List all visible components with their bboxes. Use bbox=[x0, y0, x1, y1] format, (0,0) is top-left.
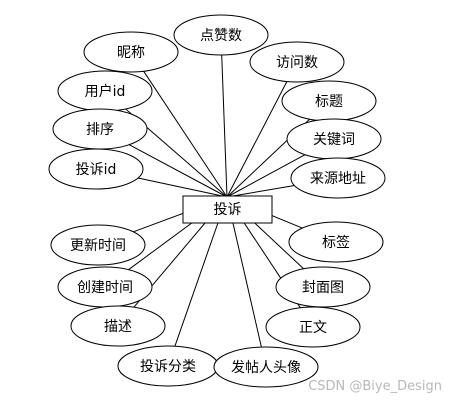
attribute-avatar: 发帖人头像 bbox=[213, 346, 319, 388]
attribute-category: 投诉分类 bbox=[117, 345, 219, 387]
attribute-complaint-id: 投诉id bbox=[48, 148, 144, 190]
attribute-ellipse bbox=[70, 305, 166, 347]
attribute-source-url: 来源地址 bbox=[290, 157, 386, 199]
attribute-ellipse bbox=[213, 346, 319, 388]
attribute-label: 标签 bbox=[322, 234, 350, 251]
connector-keywords bbox=[226, 154, 306, 198]
connector-sort bbox=[128, 144, 228, 198]
attribute-title: 标题 bbox=[281, 80, 377, 122]
entity-box bbox=[182, 195, 273, 224]
connector-source-url bbox=[226, 185, 295, 198]
attribute-label: 关键词 bbox=[313, 132, 355, 148]
attribute-visits: 访问数 bbox=[249, 41, 345, 83]
attribute-label: 描述 bbox=[104, 319, 132, 335]
attribute-ellipse bbox=[288, 221, 384, 263]
attribute-label: 点赞数 bbox=[200, 28, 242, 44]
attribute-description: 描述 bbox=[70, 305, 166, 347]
connector-visits bbox=[226, 81, 288, 198]
attribute-nickname: 昵称 bbox=[83, 31, 179, 73]
attribute-ellipse bbox=[249, 41, 345, 83]
attribute-label: 更新时间 bbox=[70, 238, 126, 254]
attribute-label: 来源地址 bbox=[310, 171, 366, 187]
attribute-label: 投诉id bbox=[76, 162, 117, 178]
attribute-label: 创建时间 bbox=[77, 280, 133, 296]
attribute-user-id: 用户id bbox=[57, 70, 153, 112]
attribute-label: 标题 bbox=[315, 94, 343, 110]
attribute-label: 访问数 bbox=[276, 55, 318, 71]
attribute-ellipse bbox=[265, 306, 361, 348]
watermark: CSDN @Biye_Design bbox=[308, 379, 442, 394]
attribute-ellipse bbox=[50, 224, 146, 266]
attribute-ellipse bbox=[83, 31, 179, 73]
attribute-create-time: 创建时间 bbox=[57, 266, 153, 308]
attribute-ellipse bbox=[48, 148, 144, 190]
attribute-body: 正文 bbox=[265, 306, 361, 348]
connector-likes bbox=[221, 54, 228, 198]
attribute-label: 封面图 bbox=[302, 280, 344, 296]
attribute-likes: 点赞数 bbox=[173, 14, 269, 56]
attribute-update-time: 更新时间 bbox=[50, 224, 146, 266]
attribute-label: 发帖人头像 bbox=[231, 360, 301, 376]
connector-complaint-id bbox=[137, 177, 228, 198]
attribute-label: 正文 bbox=[299, 320, 327, 336]
entity-complaint: 投诉 bbox=[182, 195, 273, 224]
attribute-cover: 封面图 bbox=[275, 266, 371, 308]
entity-label: 投诉 bbox=[214, 202, 242, 218]
attribute-ellipse bbox=[173, 14, 269, 56]
attribute-ellipse bbox=[290, 157, 386, 199]
attribute-keywords: 关键词 bbox=[286, 118, 382, 160]
attribute-label: 用户id bbox=[85, 83, 126, 100]
attribute-label: 投诉分类 bbox=[140, 359, 196, 375]
attribute-label: 排序 bbox=[86, 122, 114, 138]
attribute-sort: 排序 bbox=[52, 108, 148, 150]
connector-nickname bbox=[143, 71, 228, 198]
attribute-tags: 标签 bbox=[288, 221, 384, 263]
attribute-label: 昵称 bbox=[117, 45, 145, 61]
